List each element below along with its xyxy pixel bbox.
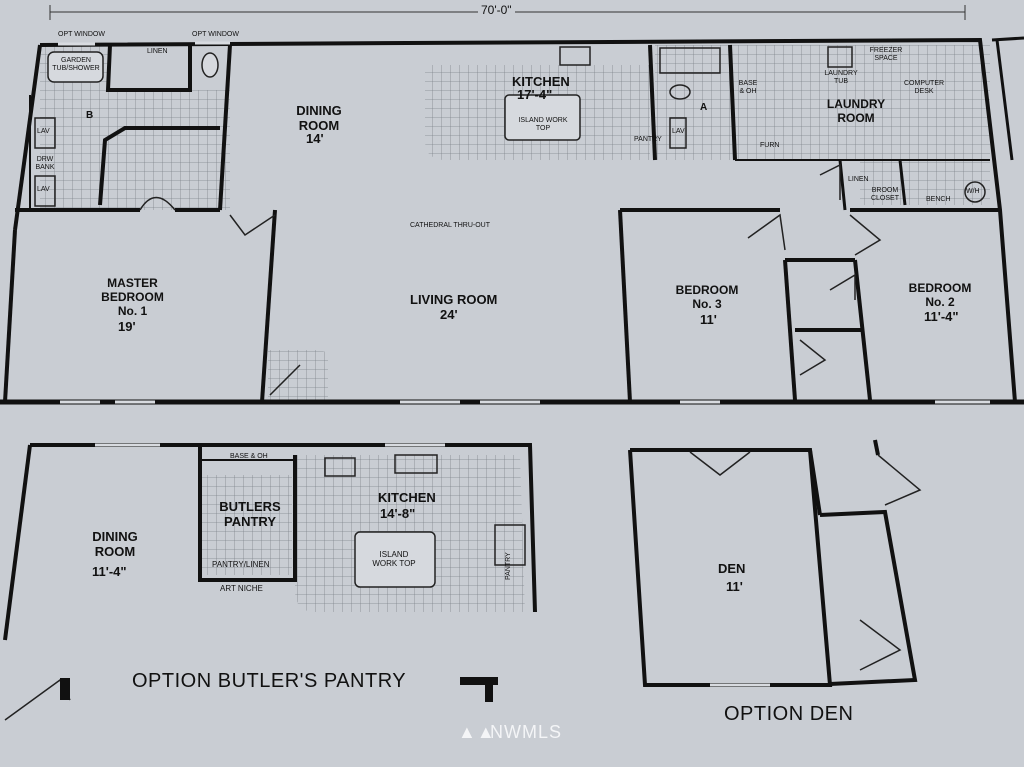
butler-base-oh-label: BASE & OH bbox=[230, 453, 268, 460]
island-label: ISLAND WORK TOP bbox=[518, 117, 568, 133]
water-heater-label: W/H bbox=[966, 188, 980, 195]
lav-1-label: LAV bbox=[37, 128, 50, 135]
lav-2-label: LAV bbox=[37, 186, 50, 193]
bench-label: BENCH bbox=[926, 196, 951, 203]
bedroom-3-size: 11' bbox=[700, 312, 717, 327]
base-oh-label: BASE & OH bbox=[738, 80, 758, 96]
master-bedroom-size: 19' bbox=[118, 319, 136, 334]
den-size: 11' bbox=[726, 579, 743, 594]
opt-window-right-label: OPT WINDOW bbox=[192, 31, 239, 38]
freezer-space-label: FREEZER SPACE bbox=[869, 47, 903, 63]
butler-pantry-label: PANTRY bbox=[505, 552, 512, 580]
option-butlers-pantry-caption: OPTION BUTLER'S PANTRY bbox=[132, 670, 407, 692]
opt-window-left-label: OPT WINDOW bbox=[58, 31, 105, 38]
laundry-tub-label: LAUNDRY TUB bbox=[824, 70, 858, 86]
tile-areas-main bbox=[40, 45, 990, 402]
pantry-label: PANTRY bbox=[634, 136, 662, 143]
lav-3-label: LAV bbox=[672, 128, 685, 135]
butler-island-label: ISLAND WORK TOP bbox=[372, 550, 416, 569]
bath-a-label: A bbox=[700, 102, 708, 113]
garden-tub-label: GARDEN TUB/SHOWER bbox=[52, 57, 100, 73]
overall-width-label: 70'-0" bbox=[478, 3, 515, 18]
bedroom-2-size: 11'-4" bbox=[924, 309, 959, 324]
butler-kitchen-label: KITCHEN bbox=[378, 490, 436, 505]
watermark-text: NWMLS bbox=[490, 722, 562, 742]
linen-2-label: LINEN bbox=[848, 176, 869, 183]
den-label: DEN bbox=[718, 561, 746, 576]
broom-closet-label: BROOM CLOSET bbox=[870, 187, 899, 203]
window-marks-main bbox=[58, 41, 990, 404]
bedroom-3-label: BEDROOM No. 3 bbox=[675, 283, 739, 311]
butlers-pantry-label: BUTLERS PANTRY bbox=[219, 499, 281, 529]
linen-label: LINEN bbox=[147, 48, 168, 55]
bath-b-label: B bbox=[86, 110, 94, 121]
laundry-room-label: LAUNDRY ROOM bbox=[826, 97, 886, 125]
cathedral-label: CATHEDRAL THRU-OUT bbox=[410, 222, 490, 229]
butler-dining-size: 11'-4" bbox=[92, 564, 127, 579]
dining-room-size: 14' bbox=[306, 131, 324, 146]
living-room-size: 24' bbox=[440, 307, 458, 322]
den-option-drawing bbox=[628, 439, 922, 687]
furn-label: FURN bbox=[760, 142, 780, 149]
watermark-logo-icon: ▲▲ bbox=[458, 722, 496, 742]
living-room-label: LIVING ROOM bbox=[410, 292, 498, 307]
butler-dining-label: DINING ROOM bbox=[92, 529, 138, 559]
pantry-linen-label: PANTRY/LINEN bbox=[212, 560, 270, 569]
dining-room-label: DINING ROOM bbox=[296, 103, 342, 133]
main-fixtures bbox=[34, 46, 986, 396]
butler-option-drawing bbox=[3, 443, 537, 721]
kitchen-label: KITCHEN bbox=[512, 74, 570, 89]
drw-bank-label: DRW BANK bbox=[35, 156, 55, 172]
kitchen-size: 17'-4" bbox=[517, 87, 553, 102]
computer-desk-label: COMPUTER DESK bbox=[904, 80, 945, 96]
adjacent-plan-fragment bbox=[991, 36, 1024, 161]
master-bedroom-label: MASTER BEDROOM No. 1 bbox=[101, 276, 164, 318]
art-niche-label: ART NICHE bbox=[220, 584, 263, 593]
bedroom-2-label: BEDROOM No. 2 bbox=[908, 281, 972, 309]
butler-kitchen-size: 14'-8" bbox=[380, 506, 416, 521]
option-den-caption: OPTION DEN bbox=[724, 703, 854, 725]
